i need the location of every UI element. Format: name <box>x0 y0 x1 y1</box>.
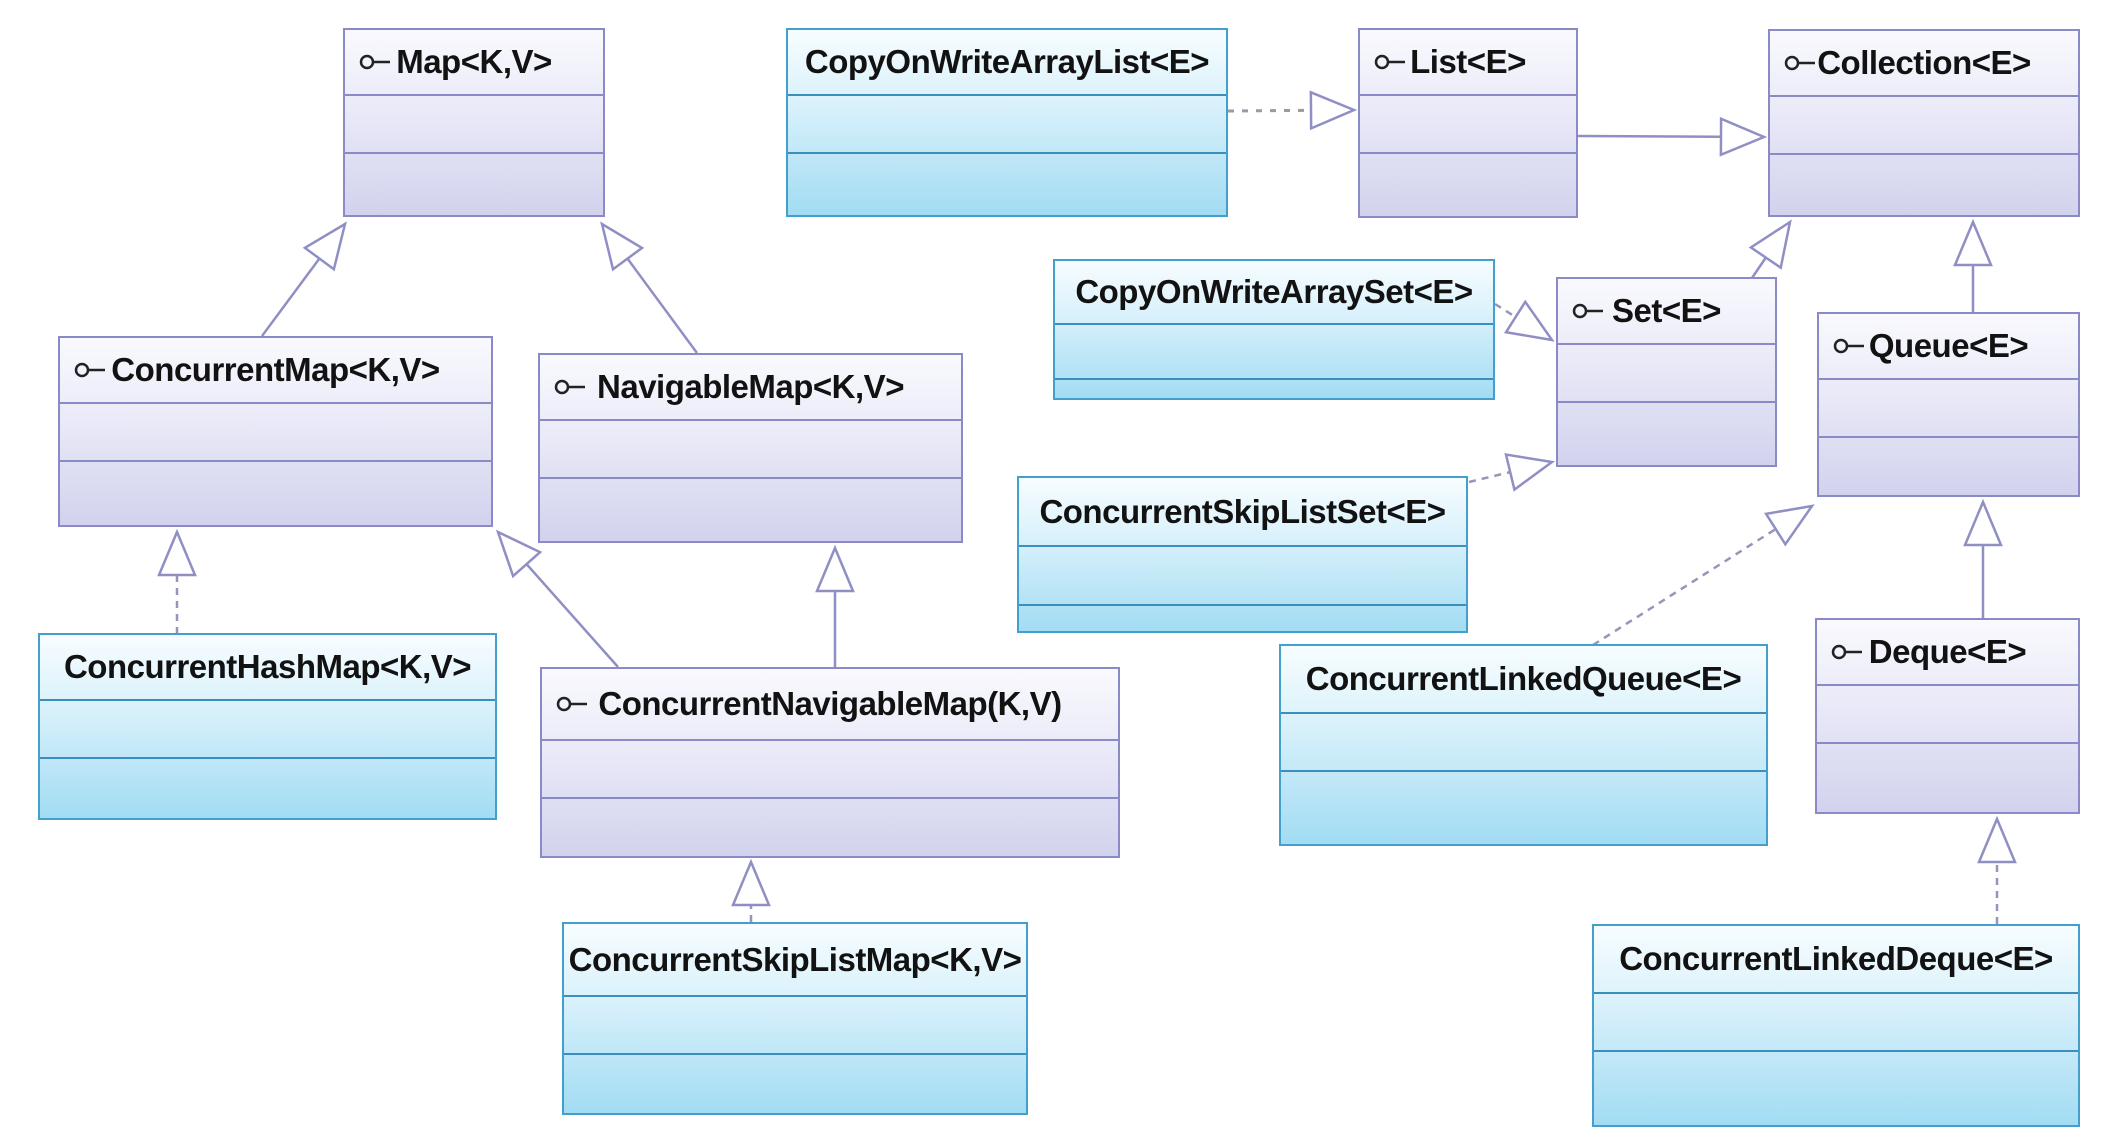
interface-lollipop-icon <box>556 695 590 713</box>
class-title: ConcurrentNavigableMap(K,V) <box>542 669 1118 741</box>
class-box-concurrentlinkedqueue: ConcurrentLinkedQueue<E> <box>1279 644 1768 846</box>
class-title: ConcurrentHashMap<K,V> <box>40 635 495 701</box>
relation-list-extends-collection <box>1577 116 1768 157</box>
class-name-label: ConcurrentNavigableMap(K,V) <box>598 685 1062 722</box>
operations-compartment <box>1360 154 1576 216</box>
class-box-copyonwritearrayset: CopyOnWriteArraySet<E> <box>1053 259 1495 400</box>
class-title: ConcurrentLinkedDeque<E> <box>1594 926 2078 994</box>
class-name-label: ConcurrentHashMap<K,V> <box>63 648 472 685</box>
class-title: List<E> <box>1360 30 1576 96</box>
interface-lollipop-icon <box>359 53 393 71</box>
interface-lollipop-icon <box>1784 54 1818 72</box>
operations-compartment <box>345 154 603 215</box>
class-name-label: CopyOnWriteArraySet<E> <box>1075 273 1473 310</box>
attributes-compartment <box>540 421 961 479</box>
class-box-list: List<E> <box>1358 28 1578 218</box>
class-title: CopyOnWriteArraySet<E> <box>1055 261 1493 325</box>
class-box-copyonwritearraylist: CopyOnWriteArrayList<E> <box>786 28 1228 217</box>
relation-concurrentskiplistset-implements-set <box>1468 453 1556 492</box>
class-title: Queue<E> <box>1819 314 2078 380</box>
attributes-compartment <box>1770 97 2078 155</box>
interface-lollipop-icon <box>1374 53 1408 71</box>
class-box-concurrentnavigablemap: ConcurrentNavigableMap(K,V) <box>540 667 1120 858</box>
operations-compartment <box>788 154 1226 215</box>
class-name-label: ConcurrentLinkedDeque<E> <box>1619 940 2053 977</box>
class-box-collection: Collection<E> <box>1768 29 2080 217</box>
class-name-label: Map<K,V> <box>396 43 552 80</box>
attributes-compartment <box>60 404 491 462</box>
interface-lollipop-icon <box>1831 643 1865 661</box>
class-title: Deque<E> <box>1817 620 2078 686</box>
class-box-set: Set<E> <box>1556 277 1777 467</box>
class-title: NavigableMap<K,V> <box>540 355 961 421</box>
class-box-concurrenthashmap: ConcurrentHashMap<K,V> <box>38 633 497 820</box>
operations-compartment <box>1770 155 2078 215</box>
class-box-map: Map<K,V> <box>343 28 605 217</box>
relation-concurrentmap-extends-map <box>260 221 347 337</box>
operations-compartment <box>542 799 1118 856</box>
operations-compartment <box>1594 1052 2078 1125</box>
operations-compartment <box>1281 772 1766 844</box>
class-name-label: List<E> <box>1410 43 1526 80</box>
class-name-label: ConcurrentSkipListMap<K,V> <box>568 940 1022 978</box>
operations-compartment <box>540 479 961 541</box>
class-title: CopyOnWriteArrayList<E> <box>788 30 1226 96</box>
class-name-label: Collection<E> <box>1817 44 2031 81</box>
class-box-concurrentlinkeddeque: ConcurrentLinkedDeque<E> <box>1592 924 2080 1127</box>
class-name-label: Deque<E> <box>1868 633 2027 670</box>
interface-lollipop-icon <box>1833 337 1867 355</box>
interface-lollipop-icon <box>1572 302 1606 320</box>
class-title: Collection<E> <box>1770 31 2078 97</box>
class-title: Set<E> <box>1558 279 1775 345</box>
operations-compartment <box>40 759 495 818</box>
relation-copyonwritearrayset-implements-set <box>1494 299 1555 342</box>
relation-concurrentlinkedqueue-implements-queue <box>1592 504 1815 647</box>
relation-concurrentnavigablemap-extends-concurrentmap <box>495 529 619 668</box>
class-name-label: ConcurrentSkipListSet<E> <box>1039 492 1446 530</box>
relation-navigablemap-extends-map <box>600 221 699 354</box>
class-title: Map<K,V> <box>345 30 603 96</box>
class-name-label: Queue<E> <box>1868 327 2029 364</box>
operations-compartment <box>1819 438 2078 495</box>
operations-compartment <box>1055 380 1493 398</box>
operations-compartment <box>564 1055 1026 1113</box>
class-title: ConcurrentMap<K,V> <box>60 338 491 404</box>
attributes-compartment <box>1594 994 2078 1052</box>
class-box-concurrentskiplistset: ConcurrentSkipListSet<E> <box>1017 476 1468 633</box>
attributes-compartment <box>345 96 603 154</box>
operations-compartment <box>60 462 491 525</box>
interface-lollipop-icon <box>74 361 108 379</box>
operations-compartment <box>1817 744 2078 812</box>
attributes-compartment <box>1819 380 2078 438</box>
class-name-label: NavigableMap<K,V> <box>597 368 904 405</box>
attributes-compartment <box>1019 547 1466 606</box>
attributes-compartment <box>1281 714 1766 772</box>
class-title: ConcurrentLinkedQueue<E> <box>1281 646 1766 714</box>
class-box-concurrentskiplistmap: ConcurrentSkipListMap<K,V> <box>562 922 1028 1115</box>
attributes-compartment <box>542 741 1118 799</box>
class-title: ConcurrentSkipListMap<K,V> <box>564 924 1026 997</box>
attributes-compartment <box>1558 345 1775 403</box>
class-title: ConcurrentSkipListSet<E> <box>1019 478 1466 547</box>
relation-copyonwritearraylist-implements-list <box>1227 90 1358 131</box>
attributes-compartment <box>788 96 1226 154</box>
relation-set-extends-collection <box>1748 219 1792 279</box>
class-name-label: ConcurrentLinkedQueue<E> <box>1305 660 1742 697</box>
attributes-compartment <box>564 997 1026 1055</box>
interface-lollipop-icon <box>554 378 588 396</box>
class-name-label: CopyOnWriteArrayList<E> <box>804 43 1210 80</box>
class-box-deque: Deque<E> <box>1815 618 2080 814</box>
class-box-navigablemap: NavigableMap<K,V> <box>538 353 963 543</box>
attributes-compartment <box>1055 325 1493 380</box>
operations-compartment <box>1558 403 1775 465</box>
attributes-compartment <box>1360 96 1576 154</box>
attributes-compartment <box>1817 686 2078 744</box>
class-box-concurrentmap: ConcurrentMap<K,V> <box>58 336 493 527</box>
class-name-label: Set<E> <box>1612 292 1721 329</box>
class-box-queue: Queue<E> <box>1817 312 2080 497</box>
attributes-compartment <box>40 701 495 759</box>
operations-compartment <box>1019 606 1466 631</box>
class-name-label: ConcurrentMap<K,V> <box>111 351 440 388</box>
